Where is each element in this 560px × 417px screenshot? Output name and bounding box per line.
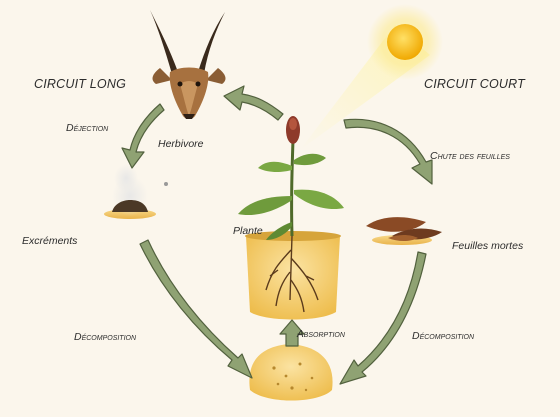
arrow-excrements-to-soil (140, 240, 252, 378)
arrow-plant-to-dead-leaves (344, 119, 432, 184)
plant-with-roots-icon (238, 116, 344, 320)
decomposition-right-label: Décomposition (412, 330, 474, 342)
feuilles-mortes-label: Feuilles mortes (452, 240, 523, 252)
absorption-label: Absorption (297, 329, 345, 340)
decomposition-left-label: Décomposition (74, 331, 136, 343)
dejection-label: Déjection (66, 122, 108, 134)
herbivore-label: Herbivore (158, 138, 204, 150)
circuit-court-label: CIRCUIT COURT (424, 77, 525, 91)
arrow-dead-leaves-to-soil (340, 252, 426, 384)
chute-feuilles-label: Chute des feuilles (430, 150, 510, 162)
soil-mound-icon (249, 344, 332, 401)
arrow-herbivore-to-excrements (122, 104, 164, 168)
dung-icon (104, 164, 168, 219)
plante-label: Plante (233, 225, 263, 237)
excrements-label: Excréments (22, 235, 77, 247)
arrow-plant-to-herbivore (224, 86, 283, 120)
circuit-long-label: CIRCUIT LONG (34, 77, 126, 91)
antelope-head-icon (150, 10, 225, 119)
dead-leaves-icon (366, 217, 442, 245)
